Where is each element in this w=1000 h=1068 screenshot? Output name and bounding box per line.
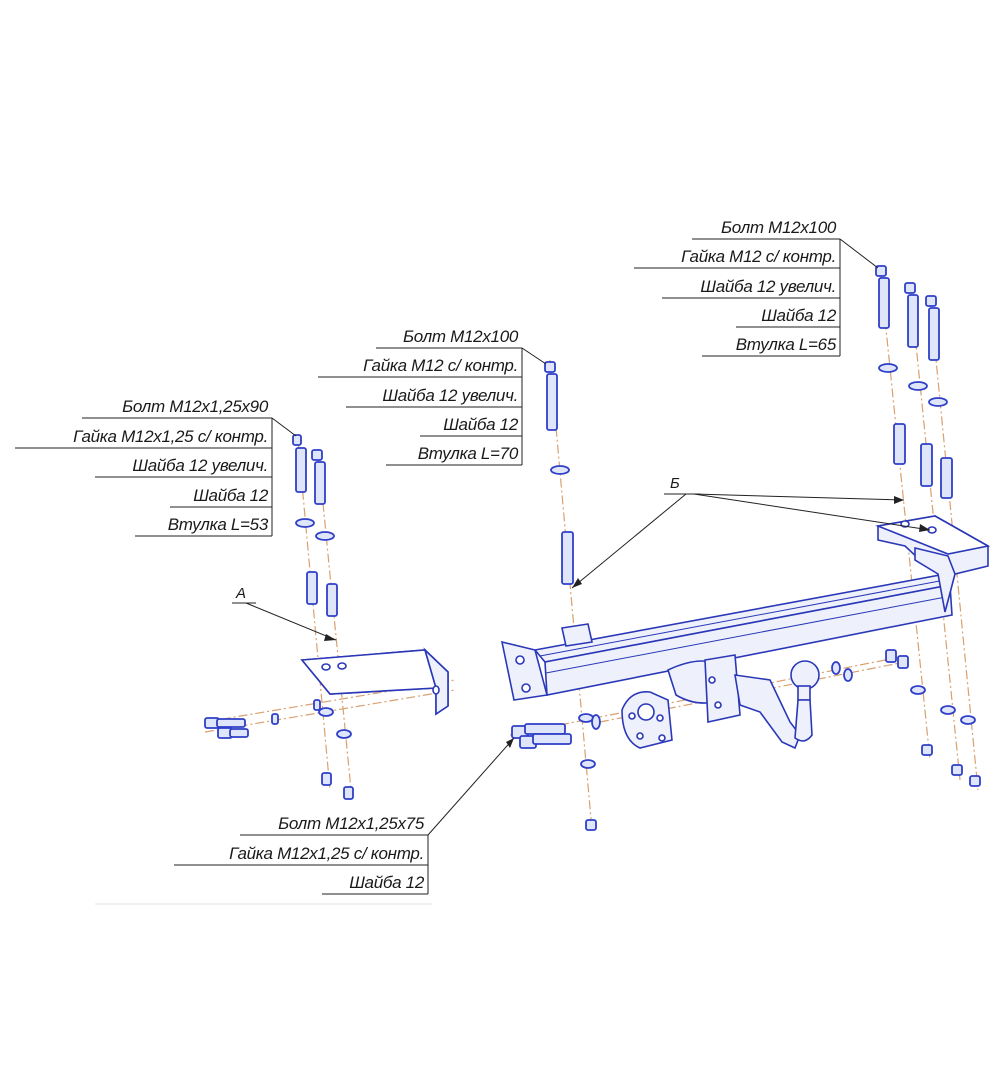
callout-left-line-2: Гайка М12х1,25 с/ контр. (73, 427, 268, 446)
hardware-middle (544, 361, 597, 831)
socket-plate (621, 691, 673, 749)
callout-left-line-1: Болт М12х1,25х90 (122, 397, 269, 416)
callout-middle-line-2: Гайка М12 с/ контр. (363, 356, 518, 375)
left-bracket (300, 647, 449, 716)
callout-bottom-line-3: Шайба 12 (349, 873, 425, 892)
callout-middle-line-5: Втулка L=70 (418, 444, 519, 463)
callout-right-line-1: Болт М12х100 (721, 218, 837, 237)
callout-right-line-3: Шайба 12 увелич. (700, 277, 836, 296)
callout-left-line-5: Втулка L=53 (168, 515, 269, 534)
callout-bottom-line-2: Гайка М12х1,25 с/ контр. (229, 844, 424, 863)
callout-right-line-5: Втулка L=65 (736, 335, 837, 354)
callout-right-line-4: Шайба 12 (761, 306, 837, 325)
tow-ball-assembly (667, 654, 820, 750)
callout-right-line-2: Гайка М12 с/ контр. (681, 247, 836, 266)
axis-lines (204, 269, 979, 831)
callout-middle-line-3: Шайба 12 увелич. (382, 386, 518, 405)
hardware-left-horizontal (204, 699, 321, 739)
callout-left-line-3: Шайба 12 увелич. (132, 456, 268, 475)
hardware-right (875, 265, 981, 787)
callout-right: Болт М12х100 Гайка М12 с/ контр. Шайба 1… (634, 218, 879, 357)
callout-left: Болт М12х1,25х90 Гайка М12х1,25 с/ контр… (15, 397, 297, 537)
callout-middle-line-1: Болт М12х100 (403, 327, 519, 346)
callout-middle-line-4: Шайба 12 (443, 415, 519, 434)
callout-left-line-4: Шайба 12 (193, 486, 269, 505)
crossbar (500, 574, 953, 701)
marker-a: А (232, 585, 337, 641)
callout-bottom-line-1: Болт М12х1,25х75 (278, 814, 425, 833)
hardware-bottom-horizontal (511, 649, 909, 749)
marker-a-label: А (235, 585, 246, 602)
callout-bottom: Болт М12х1,25х75 Гайка М12х1,25 с/ контр… (174, 737, 515, 895)
right-bracket (875, 515, 991, 613)
marker-b-label: Б (670, 475, 680, 492)
marker-b: Б (571, 475, 931, 589)
hardware-left (292, 434, 354, 800)
callout-middle: Болт М12х100 Гайка М12 с/ контр. Шайба 1… (318, 327, 547, 466)
